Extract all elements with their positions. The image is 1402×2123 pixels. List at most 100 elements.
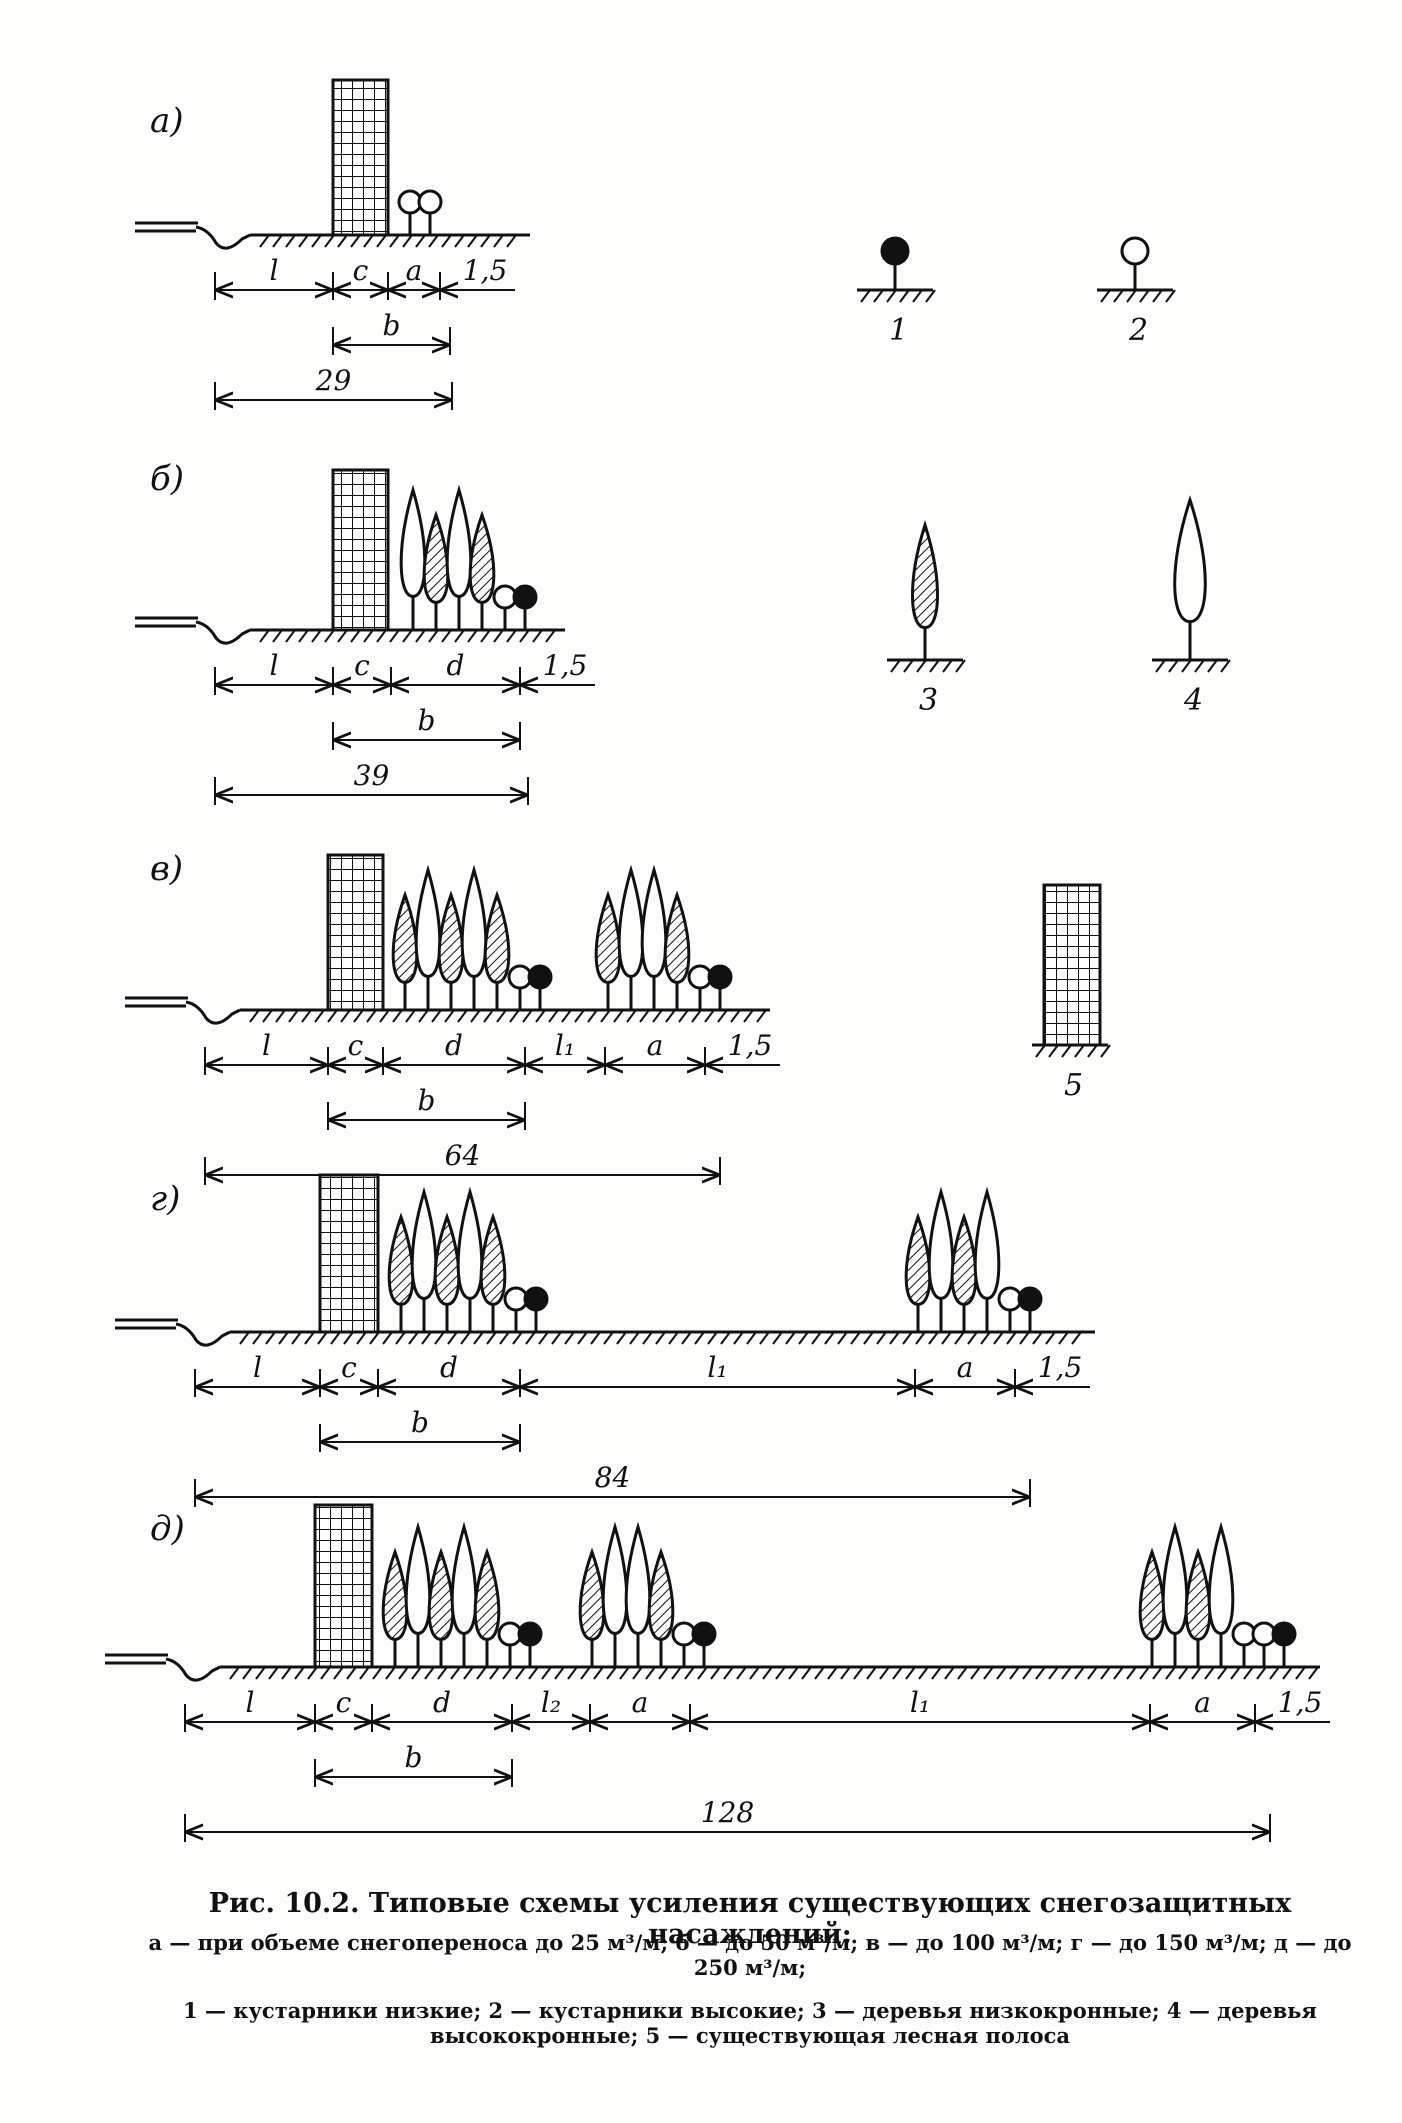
low-shrub: [1017, 1286, 1043, 1332]
low-crown-tree: [663, 890, 691, 1010]
scheme-label-d: д): [150, 1509, 185, 1549]
low-crown-tree: [391, 890, 419, 1010]
dim-v-b: b: [327, 1084, 526, 1130]
high-shrub: [397, 189, 423, 235]
dim-v-3-label: l₁: [555, 1029, 575, 1062]
high-shrub: [503, 1286, 529, 1332]
high-shrub: [1231, 1621, 1257, 1667]
dim-d-edge: 1,5: [1257, 1686, 1330, 1722]
legend-number-4: 4: [1183, 683, 1203, 718]
low-crown-tree: [1184, 1547, 1212, 1667]
dim-b-1-label: c: [354, 649, 370, 682]
dim-b-b: b: [332, 704, 521, 750]
figure-caption-legend: 1 — кустарники низкие; 2 — кустарники вы…: [183, 1998, 1317, 2048]
dim-g-2-label: d: [440, 1351, 458, 1384]
dim-v-3: l₁: [524, 1029, 606, 1075]
dim-d-3-label: l₂: [541, 1686, 561, 1719]
dim-b-total: 39: [214, 759, 529, 805]
scheme-label-g: г): [150, 1179, 180, 1219]
dim-d-5: l₁: [689, 1686, 1151, 1732]
low-shrub: [527, 964, 553, 1010]
dim-d-total-label: 128: [701, 1796, 754, 1829]
dim-a-edge-label: 1,5: [463, 254, 508, 287]
high-shrub: [997, 1286, 1023, 1332]
dim-d-b: b: [314, 1741, 513, 1787]
low-crown-tree: [473, 1547, 501, 1667]
high-crown-tree: [927, 1186, 955, 1332]
high-shrub: [687, 964, 713, 1010]
dim-d-6: a: [1149, 1686, 1256, 1732]
dim-b-1: c: [332, 649, 392, 695]
legend-number-5: 5: [1064, 1068, 1083, 1103]
dim-v-edge-label: 1,5: [728, 1029, 773, 1062]
ground-hatching: [249, 1009, 767, 1023]
dim-v-total-label: 64: [445, 1139, 481, 1172]
legend-item-5: 5: [1032, 883, 1111, 1103]
ground-symbol: [887, 658, 966, 673]
dim-a-1-label: c: [353, 254, 369, 287]
dim-b-edge: 1,5: [522, 649, 595, 685]
high-shrub: [417, 189, 443, 235]
dim-v-total: 64: [204, 1139, 721, 1185]
dim-g-0: l: [194, 1351, 321, 1397]
existing-forest-strip-icon: [1042, 883, 1102, 1047]
dim-g-3-label: l₁: [707, 1351, 727, 1384]
dim-d-b-label: b: [405, 1741, 423, 1774]
high-crown-tree: [624, 1521, 652, 1667]
dim-g-2: d: [377, 1351, 521, 1397]
existing-forest-strip: [331, 78, 390, 237]
dim-v-4: a: [604, 1029, 706, 1075]
high-crown-tree: [456, 1186, 484, 1332]
dim-a-total: 29: [214, 364, 453, 410]
low-crown-tree: [904, 1212, 932, 1332]
low-crown-tree: [911, 520, 939, 660]
legend-item-4: 4: [1152, 495, 1231, 718]
high-shrub-icon: [1120, 236, 1150, 290]
low-crown-tree: [381, 1547, 409, 1667]
dim-d-2-label: d: [433, 1686, 451, 1719]
dim-a-b-label: b: [383, 309, 401, 342]
ground-symbol: [1097, 288, 1176, 303]
dim-d-6-label: a: [1194, 1686, 1211, 1719]
low-shrub: [517, 1621, 543, 1667]
ground-hatching: [259, 629, 556, 643]
dim-d-1: c: [314, 1686, 373, 1732]
ground-hatching: [259, 234, 517, 248]
dim-g-total: 84: [194, 1461, 1031, 1507]
high-crown-tree: [1207, 1521, 1235, 1667]
dim-a-total-label: 29: [315, 364, 352, 397]
legend-number-3: 3: [919, 683, 938, 718]
dim-b-edge-label: 1,5: [543, 649, 588, 682]
low-crown-tree: [422, 510, 450, 630]
high-crown-tree: [460, 864, 488, 1010]
low-crown-tree: [483, 890, 511, 1010]
low-shrub: [1271, 1621, 1297, 1667]
dim-v-4-label: a: [647, 1029, 664, 1062]
figure-caption-title: Рис. 10.2. Типовые схемы усиления сущест…: [208, 1888, 1292, 1950]
dim-a-2: a: [387, 254, 441, 300]
low-crown-tree: [437, 890, 465, 1010]
dim-d-4-label: a: [632, 1686, 649, 1719]
legend-item-2: 2: [1097, 236, 1176, 348]
dim-d-5-label: l₁: [910, 1686, 930, 1719]
high-crown-tree: [445, 484, 473, 630]
dim-v-1: c: [327, 1029, 384, 1075]
dim-a-2-label: a: [406, 254, 423, 287]
dim-v-0: l: [204, 1029, 329, 1075]
existing-forest-strip: [313, 1503, 374, 1669]
low-crown-tree: [647, 1547, 675, 1667]
low-shrub: [523, 1286, 549, 1332]
dim-v-edge: 1,5: [707, 1029, 780, 1065]
low-crown-tree: [433, 1212, 461, 1332]
dim-a-0: l: [214, 254, 334, 300]
high-crown-tree: [404, 1521, 432, 1667]
dim-a-b: b: [332, 309, 451, 355]
dim-g-4-label: a: [957, 1351, 974, 1384]
high-shrub: [1120, 236, 1150, 290]
dim-g-b-label: b: [411, 1406, 429, 1439]
existing-forest-strip: [1042, 883, 1102, 1047]
